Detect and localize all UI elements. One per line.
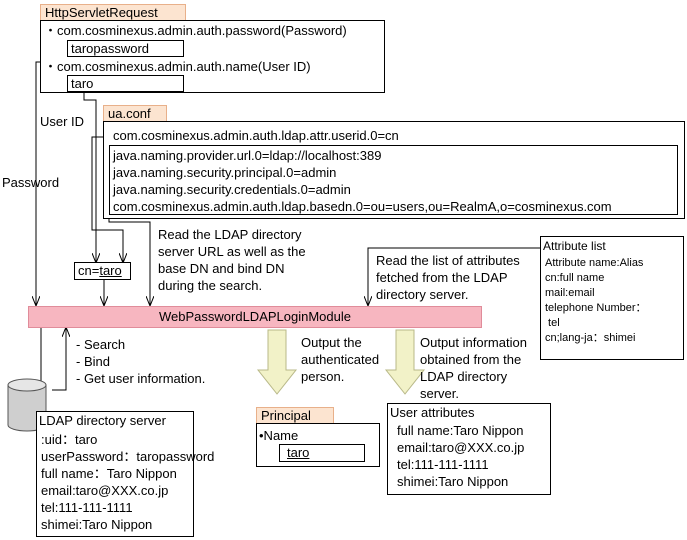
note-line: - Bind — [76, 354, 110, 369]
output-info-note: Output information obtained from the LDA… — [420, 334, 527, 402]
ldap-server-box — [36, 411, 194, 537]
userid-flow-line — [83, 90, 96, 262]
password-param-label: ・com.cosminexus.admin.auth.password(Pass… — [44, 23, 347, 38]
ldap-line: userPassword：taropassword — [41, 449, 215, 464]
note-line: directory server. — [376, 287, 469, 302]
note-line: Read the LDAP directory — [158, 227, 302, 242]
ldap-line: full name：Taro Nippon — [41, 466, 177, 481]
attribute-list-title: Attribute list — [543, 239, 606, 253]
note-line: obtained from the — [420, 352, 522, 367]
user-attribute-line: email:taro@XXX.co.jp — [397, 440, 525, 455]
attribute-line: tel — [545, 317, 560, 329]
output-person-note: Output the authenticated person. — [301, 334, 379, 385]
output-person-arrow — [256, 329, 298, 395]
uaconf-userid-line — [91, 136, 123, 262]
cn-value: taro — [99, 263, 122, 278]
uaconf-inner-line: com.cosminexus.admin.auth.ldap.basedn.0=… — [113, 199, 612, 214]
uaconf-inner-line: java.naming.provider.url.0=ldap://localh… — [113, 148, 382, 163]
attribute-line: Attribute name:Alias — [545, 257, 644, 269]
note-line: - Get user information. — [76, 371, 206, 386]
principal-name-text: taro — [287, 445, 310, 460]
note-line: person. — [301, 369, 345, 384]
uaconf-inner-line: java.naming.security.principal.0=admin — [113, 165, 337, 180]
user-attributes-lines: full name:Taro Nippon email:taro@XXX.co.… — [397, 422, 524, 490]
ldap-line: shimei:Taro Nippon — [41, 517, 153, 532]
attribute-line: telephone Number： — [545, 302, 647, 314]
user-id-label: User ID — [40, 114, 85, 129]
note-line: during the search. — [158, 278, 263, 293]
ldap-line: tel:111-111-1111 — [41, 500, 133, 515]
uaconf-inner-lines: java.naming.provider.url.0=ldap://localh… — [113, 147, 612, 215]
ldap-line: email:taro@XXX.co.jp — [41, 483, 169, 498]
user-attributes-box — [387, 403, 551, 495]
attrlist-line — [368, 247, 540, 305]
password-value-box: taropassword — [67, 40, 184, 57]
note-line: LDAP directory — [420, 369, 508, 384]
user-attribute-line: tel:111-111-1111 — [397, 457, 489, 472]
note-line: fetched from the LDAP — [376, 270, 508, 285]
attribute-list-lines: Attribute name:Alias cn:full name mail:e… — [545, 256, 647, 346]
note-line: server. — [420, 386, 460, 401]
uaconf-inner-line: java.naming.security.credentials.0=admin — [113, 182, 351, 197]
search-ops-note: - Search - Bind - Get user information. — [76, 336, 205, 387]
password-label: Password — [2, 175, 60, 190]
output-info-arrow — [384, 329, 426, 395]
principal-name-label: •Name — [259, 428, 299, 443]
principal-title: Principal — [256, 407, 334, 425]
name-value-box: taro — [67, 75, 184, 92]
note-line: base DN and bind DN — [158, 261, 285, 276]
principal-name-value: taro — [279, 444, 365, 462]
note-line: server URL as well as the — [158, 244, 306, 259]
uaconf-userid-line: com.cosminexus.admin.auth.ldap.attr.user… — [113, 128, 399, 143]
note-line: authenticated — [301, 352, 380, 367]
cn-prefix: cn= — [78, 263, 100, 278]
ldap-response-line — [52, 328, 66, 391]
ldap-server-lines: :uid：taro userPassword：taropassword full… — [41, 431, 214, 533]
note-line: Output the — [301, 335, 362, 350]
attribute-line: cn:full name — [545, 272, 605, 284]
user-attributes-title: User attributes — [390, 405, 475, 420]
uaconf-inner-box — [109, 145, 678, 215]
attribute-line: mail:email — [545, 287, 595, 299]
note-line: Read the list of attributes — [376, 253, 520, 268]
user-attribute-line: full name:Taro Nippon — [397, 423, 524, 438]
note-line: - Search — [76, 337, 126, 352]
read-server-note: Read the LDAP directory server URL as we… — [158, 226, 306, 294]
ldap-line: :uid：taro — [41, 432, 98, 447]
read-attrs-note: Read the list of attributes fetched from… — [376, 252, 520, 303]
name-param-label: ・com.cosminexus.admin.auth.name(User ID) — [44, 59, 311, 74]
attribute-list-box — [540, 236, 684, 360]
cn-box: cn=taro — [74, 262, 131, 280]
uaconf-server-line — [108, 205, 150, 305]
uaconf-title: ua.conf — [103, 105, 167, 123]
user-attribute-line: shimei:Taro Nippon — [397, 474, 509, 489]
login-module-bar — [28, 306, 482, 328]
login-module-label: WebPasswordLDAPLoginModule — [159, 309, 351, 324]
ldap-server-title: LDAP directory server — [39, 413, 166, 428]
note-line: Output information — [420, 335, 527, 350]
attribute-line: cn;lang-ja：shimei — [545, 332, 636, 344]
